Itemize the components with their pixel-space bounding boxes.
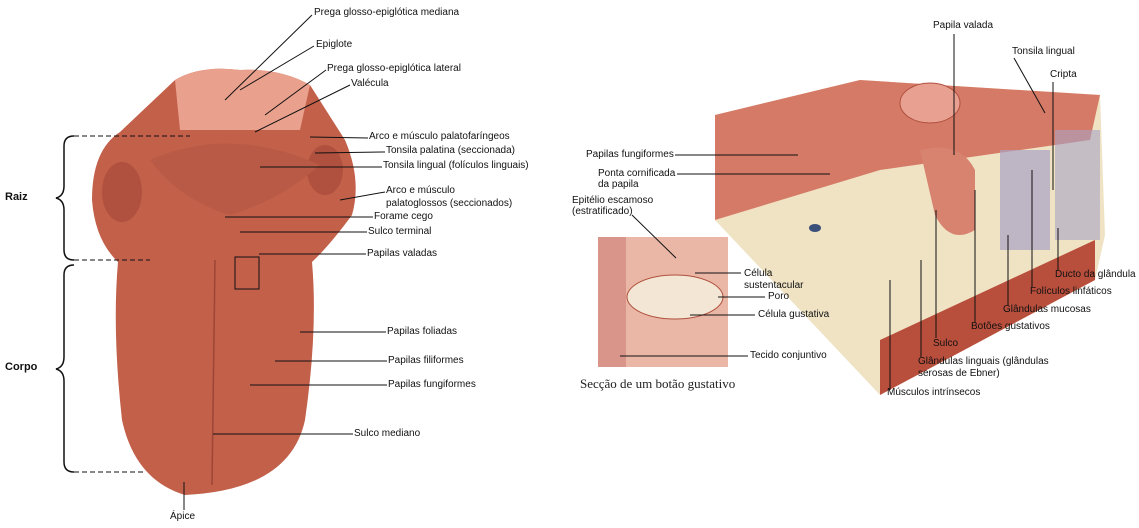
label-lingual-glands-2: serosas de Ebner)	[918, 368, 1000, 379]
label-taste-buds: Botões gustativos	[971, 321, 1050, 332]
label-pore: Poro	[768, 291, 790, 302]
label-vallate-papillae: Papilas valadas	[367, 248, 438, 259]
label-block-lingual-tonsil: Tonsila lingual	[1012, 46, 1075, 57]
label-foramen-cecum: Forame cego	[374, 211, 433, 222]
tongue-leader-lines	[183, 14, 387, 510]
label-cornified-tip-2: da papila	[598, 179, 639, 190]
region-label-body: Corpo	[5, 361, 38, 373]
label-apex: Ápice	[170, 511, 196, 522]
label-filiform-papillae: Papilas filiformes	[388, 355, 464, 366]
taste-bud-caption: Secção de um botão gustativo	[580, 376, 736, 391]
label-intrinsic-muscles: Músculos intrínsecos	[887, 387, 981, 398]
label-squamous-epithelium-2: (estratificado)	[572, 206, 633, 217]
label-vallecula: Valécula	[351, 78, 389, 89]
label-palatine-tonsil: Tonsila palatina (seccionada)	[386, 145, 515, 156]
tongue-illustration	[92, 68, 356, 495]
label-epiglottis: Epiglote	[316, 39, 353, 50]
label-terminal-sulcus: Sulco terminal	[368, 226, 432, 237]
label-lingual-tonsil: Tonsila lingual (folículos linguais)	[383, 160, 529, 171]
region-label-root: Raiz	[5, 191, 28, 203]
region-braces	[55, 135, 190, 473]
block-leader-lines	[620, 34, 1059, 390]
label-palatopharyngeal-arch: Arco e músculo palatofaríngeos	[369, 131, 510, 142]
label-mucous-glands: Glândulas mucosas	[1003, 304, 1091, 315]
label-connective-tissue: Tecido conjuntivo	[750, 350, 827, 361]
label-median-glossoepiglottic-fold: Prega glosso-epiglótica mediana	[314, 7, 460, 18]
label-palatoglossal-arch-1: Arco e músculo	[386, 185, 455, 196]
label-foliate-papillae: Papilas foliadas	[387, 326, 458, 337]
label-squamous-epithelium-1: Epitélio escamoso	[572, 195, 654, 206]
label-lingual-glands-1: Glândulas linguais (glândulas	[918, 356, 1049, 367]
label-lymphatic-follicles: Folículos linfáticos	[1030, 286, 1112, 297]
label-palatoglossal-arch-2: palatoglossos (seccionados)	[386, 198, 513, 209]
label-gustatory-cell: Célula gustativa	[758, 309, 830, 320]
label-sustentacular-cell-1: Célula	[744, 268, 773, 279]
label-block-fungiform-papillae: Papilas fungiformes	[586, 149, 674, 160]
label-gland-duct: Ducto da glândula	[1055, 269, 1136, 280]
label-fungiform-papillae: Papilas fungiformes	[388, 379, 476, 390]
tongue-block-illustration	[715, 80, 1105, 395]
label-median-sulcus: Sulco mediano	[354, 428, 421, 439]
label-sulcus: Sulco	[933, 338, 959, 349]
label-cornified-tip-1: Ponta cornificada	[598, 168, 676, 179]
label-crypt: Cripta	[1050, 69, 1077, 80]
taste-bud-illustration	[598, 237, 728, 367]
label-lateral-glossoepiglottic-fold: Prega glosso-epiglótica lateral	[327, 63, 461, 74]
label-vallate-papilla: Papila valada	[933, 20, 994, 31]
label-sustentacular-cell-2: sustentacular	[744, 280, 804, 291]
